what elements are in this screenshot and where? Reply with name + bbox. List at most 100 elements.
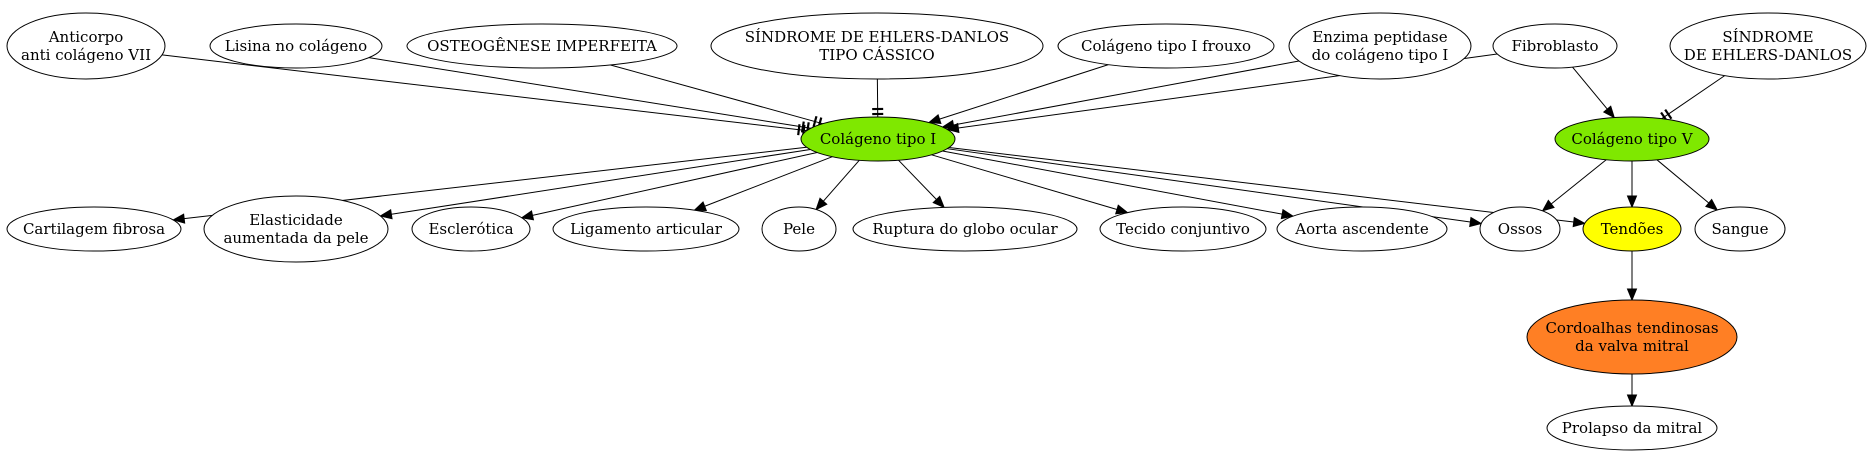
node-label: Elasticidade bbox=[249, 211, 343, 229]
edges-layer bbox=[161, 53, 1725, 408]
arrowhead bbox=[1115, 204, 1129, 215]
node-label: Colágeno tipo V bbox=[1571, 130, 1693, 148]
arrowhead bbox=[946, 122, 960, 134]
node-ellipse bbox=[1554, 116, 1710, 162]
edge-line bbox=[953, 60, 1300, 126]
node-ellipse bbox=[1694, 206, 1786, 252]
arrowhead bbox=[1626, 195, 1638, 209]
node-ossos: Ossos bbox=[1479, 206, 1561, 252]
node-label: Enzima peptidase bbox=[1312, 28, 1447, 46]
edge-line bbox=[704, 156, 833, 207]
node-ellipse bbox=[209, 23, 383, 69]
edge-line bbox=[1661, 75, 1725, 120]
inhibition-tee bbox=[800, 121, 805, 133]
arrowhead bbox=[171, 213, 186, 224]
node-ellipse bbox=[1479, 206, 1561, 252]
node-ellipse bbox=[761, 206, 837, 252]
edge-col1_frouxo-to-col1 bbox=[927, 64, 1109, 124]
edge-fibroblasto-to-col5 bbox=[1572, 66, 1616, 119]
node-lisina: Lisina no colágeno bbox=[209, 23, 383, 69]
node-ellipse bbox=[1288, 12, 1472, 80]
edge-line bbox=[532, 151, 818, 216]
node-label: Cartilagem fibrosa bbox=[23, 220, 165, 238]
node-ellipse bbox=[203, 195, 389, 263]
edge-line bbox=[1572, 66, 1608, 110]
edge-col1-to-ruptura bbox=[898, 159, 946, 209]
node-label: Ossos bbox=[1498, 220, 1542, 238]
node-label: Fibroblasto bbox=[1511, 37, 1598, 55]
edge-line bbox=[948, 146, 1574, 223]
node-ellipse bbox=[1546, 405, 1718, 451]
edge-col5-to-ossos bbox=[1541, 159, 1607, 212]
node-aorta: Aorta ascendente bbox=[1276, 206, 1448, 252]
node-col1: Colágeno tipo I bbox=[800, 116, 956, 162]
node-label: aumentada da pele bbox=[223, 229, 368, 247]
node-label: anti colágeno VII bbox=[21, 46, 151, 64]
edge-col1-to-tecido bbox=[931, 154, 1129, 215]
edge-col1-to-elasticidade bbox=[379, 148, 811, 220]
node-osteogenese: OSTEOGÊNESE IMPERFEITA bbox=[406, 23, 678, 69]
node-label: DE EHLERS-DANLOS bbox=[1684, 46, 1852, 64]
arrowhead bbox=[1280, 208, 1295, 220]
edge-tendoes-to-cordoalhas bbox=[1626, 251, 1638, 302]
edge-col1-to-tendoes bbox=[948, 146, 1586, 228]
node-label: Colágeno tipo I bbox=[820, 130, 936, 148]
node-label: Colágeno tipo I frouxo bbox=[1081, 37, 1251, 55]
arrowhead bbox=[1602, 105, 1616, 119]
node-ellipse bbox=[710, 12, 1044, 80]
edge-line bbox=[942, 150, 1283, 215]
node-ellipse bbox=[411, 206, 531, 252]
node-ellipse bbox=[1057, 23, 1275, 69]
edge-col1-to-aorta bbox=[942, 150, 1295, 220]
node-ellipse bbox=[800, 116, 956, 162]
node-ellipse bbox=[406, 23, 678, 69]
node-col1_frouxo: Colágeno tipo I frouxo bbox=[1057, 23, 1275, 69]
node-ellipse bbox=[852, 206, 1078, 252]
node-label: Ligamento articular bbox=[570, 220, 723, 238]
node-label: Pele bbox=[783, 220, 815, 238]
edge-line bbox=[939, 64, 1109, 120]
node-ligamento: Ligamento articular bbox=[552, 206, 740, 252]
node-label: TIPO CÁSSICO bbox=[819, 46, 934, 64]
node-label: Esclerótica bbox=[428, 220, 513, 238]
node-col5: Colágeno tipo V bbox=[1554, 116, 1710, 162]
edge-line bbox=[161, 54, 807, 132]
arrowhead bbox=[1705, 198, 1719, 211]
node-label: Tecido conjuntivo bbox=[1116, 220, 1250, 238]
node-label: SÍNDROME DE EHLERS-DANLOS bbox=[745, 28, 1009, 46]
node-tecido: Tecido conjuntivo bbox=[1099, 206, 1267, 252]
node-ellipse bbox=[1099, 206, 1267, 252]
edge-sed-to-col5 bbox=[1660, 75, 1725, 123]
arrowhead bbox=[693, 201, 708, 211]
node-prolapso: Prolapso da mitral bbox=[1546, 405, 1718, 451]
node-esclerotica: Esclerótica bbox=[411, 206, 531, 252]
arrowhead bbox=[815, 197, 828, 211]
node-tendoes: Tendões bbox=[1582, 206, 1682, 252]
edge-col1-to-pele bbox=[815, 160, 860, 211]
edge-col5-to-tendoes bbox=[1626, 161, 1638, 209]
node-ellipse bbox=[1669, 12, 1867, 80]
arrowhead bbox=[1626, 394, 1638, 408]
edge-cordoalhas-to-prolapso bbox=[1626, 374, 1638, 408]
edge-line bbox=[898, 159, 937, 200]
node-label: Lisina no colágeno bbox=[225, 37, 367, 55]
node-ellipse bbox=[1526, 299, 1738, 375]
edge-line bbox=[1656, 159, 1710, 204]
edge-sed_classico-to-col1 bbox=[872, 78, 884, 118]
edge-lisina-to-col1 bbox=[368, 57, 811, 134]
node-ellipse bbox=[1582, 206, 1682, 252]
node-label: OSTEOGÊNESE IMPERFEITA bbox=[427, 37, 657, 55]
node-label: Ruptura do globo ocular bbox=[872, 220, 1058, 238]
edge-enzima-to-col1 bbox=[941, 60, 1300, 131]
arrowhead bbox=[927, 113, 942, 124]
node-sangue: Sangue bbox=[1694, 206, 1786, 252]
node-label: Cordoalhas tendinosas bbox=[1545, 319, 1718, 337]
edge-line bbox=[1550, 159, 1607, 205]
edge-line bbox=[823, 160, 860, 202]
arrowhead bbox=[1626, 288, 1638, 302]
node-cartilagem: Cartilagem fibrosa bbox=[6, 206, 182, 252]
node-label: Tendões bbox=[1601, 220, 1664, 238]
node-label: Anticorpo bbox=[48, 28, 124, 46]
